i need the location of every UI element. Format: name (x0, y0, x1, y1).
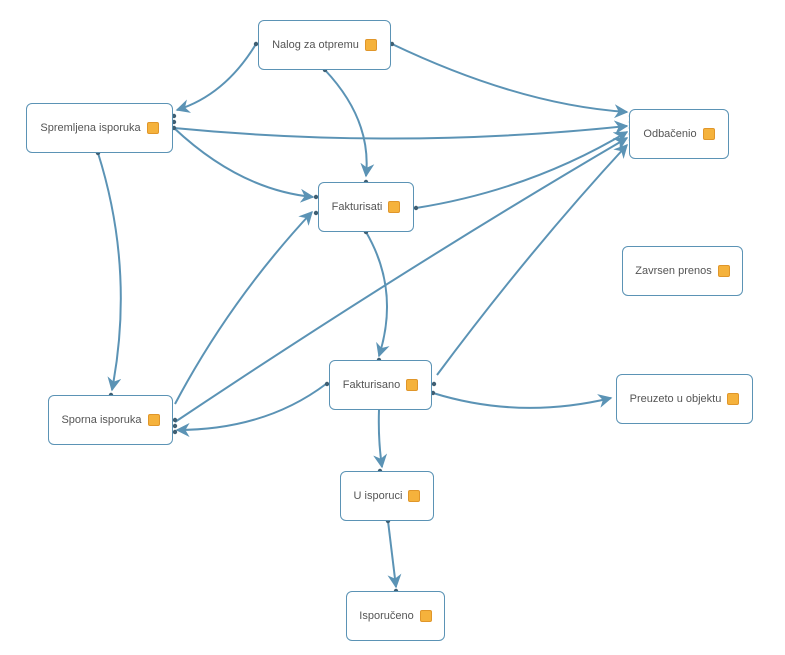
connector-dot[interactable] (172, 417, 178, 423)
edge-spremljena-to-sporna[interactable] (97, 152, 122, 392)
connector-dot[interactable] (431, 381, 437, 387)
connector-dot[interactable] (413, 205, 419, 211)
node-label: Zavrsen prenos (635, 265, 712, 277)
status-badge-icon[interactable] (408, 490, 421, 502)
node-nalog[interactable]: Nalog za otpremu (258, 20, 391, 70)
connector-dot[interactable] (172, 423, 178, 429)
status-badge-icon[interactable] (388, 201, 401, 213)
status-badge-icon[interactable] (419, 610, 432, 622)
edge-spremljena-to-odbaceno[interactable] (173, 120, 629, 140)
status-badge-icon[interactable] (147, 414, 160, 426)
connector-dot[interactable] (172, 429, 178, 435)
edge-fakturisano-to-odbaceno[interactable] (436, 143, 628, 376)
node-fakturisati[interactable]: Fakturisati (318, 182, 414, 232)
connector-dot[interactable] (313, 210, 319, 216)
node-preuzeto[interactable]: Preuzeto u objektu (616, 374, 753, 424)
node-zavrsen[interactable]: Zavrsen prenos (622, 246, 743, 296)
node-spremljena[interactable]: Spremljena isporuka (26, 103, 173, 153)
node-label: U isporuci (353, 490, 403, 502)
edge-fakturisano-to-preuzeto[interactable] (432, 392, 613, 409)
edge-sporna-to-fakturisati[interactable] (174, 210, 313, 405)
edge-nalog-to-spremljena[interactable] (175, 43, 257, 113)
node-fakturisano[interactable]: Fakturisano (329, 360, 432, 410)
connector-dot[interactable] (253, 41, 259, 47)
node-uisporuci[interactable]: U isporuci (340, 471, 434, 521)
status-badge-icon[interactable] (727, 393, 740, 405)
edge-fakturisano-to-uisporuci[interactable] (373, 409, 388, 469)
node-label: Isporučeno (359, 610, 414, 622)
status-badge-icon[interactable] (364, 39, 377, 51)
connector-dot[interactable] (313, 194, 319, 200)
status-badge-icon[interactable] (406, 379, 419, 391)
node-isporuceno[interactable]: Isporučeno (346, 591, 445, 641)
node-label: Fakturisano (342, 379, 401, 391)
edge-uisporuci-to-isporuceno[interactable] (387, 520, 402, 589)
node-label: Fakturisati (331, 201, 383, 213)
status-badge-icon[interactable] (146, 122, 159, 134)
node-label: Preuzeto u objektu (629, 393, 722, 405)
status-badge-icon[interactable] (717, 265, 730, 277)
node-label: Odbačenio (643, 128, 697, 140)
node-label: Spremljena isporuka (40, 122, 141, 134)
connector-dot[interactable] (324, 381, 330, 387)
node-label: Sporna isporuka (61, 414, 142, 426)
edge-nalog-to-odbaceno[interactable] (391, 43, 629, 119)
edge-fakturisano-to-sporna[interactable] (175, 383, 327, 437)
edge-fakturisati-to-fakturisano[interactable] (365, 231, 390, 358)
node-odbaceno[interactable]: Odbačenio (629, 109, 729, 159)
status-badge-icon[interactable] (702, 128, 715, 140)
edge-sporna-to-odbaceno[interactable] (174, 137, 629, 423)
edge-fakturisati-to-odbaceno[interactable] (415, 131, 629, 209)
edge-spremljena-to-fakturisati[interactable] (173, 127, 315, 203)
node-label: Nalog za otpremu (272, 39, 359, 51)
node-sporna[interactable]: Sporna isporuka (48, 395, 173, 445)
edge-nalog-to-fakturisati[interactable] (324, 69, 375, 178)
